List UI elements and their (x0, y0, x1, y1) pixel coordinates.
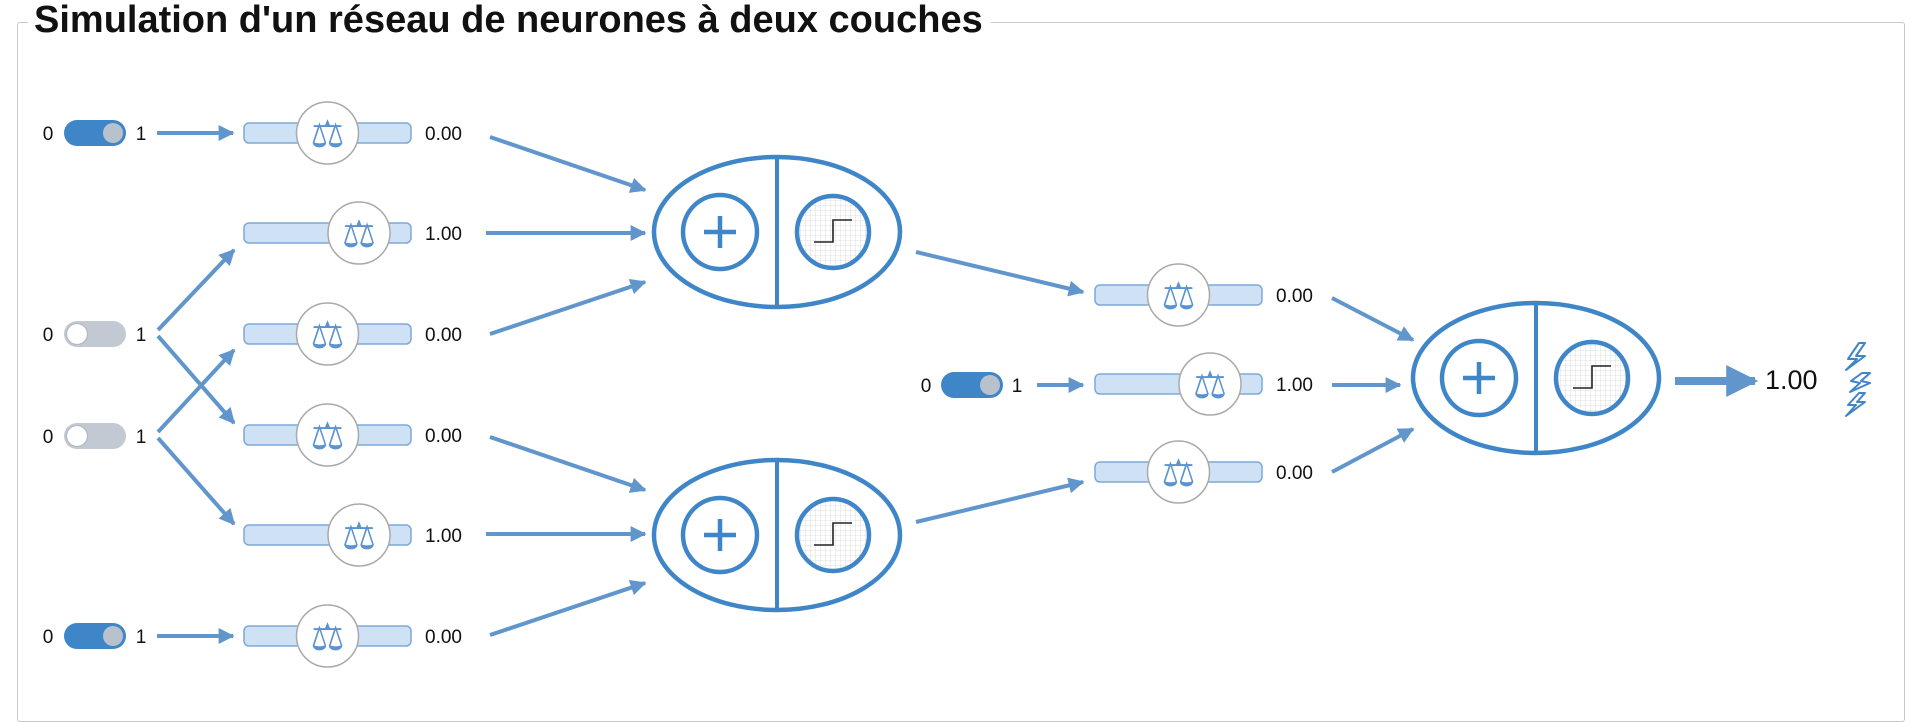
weight-value: 0.00 (425, 325, 462, 346)
weight-slider-5[interactable]: ⚖ 1.00 (243, 503, 462, 567)
toggle-knob[interactable] (103, 123, 123, 143)
input-toggle-3[interactable]: 0 1 (43, 423, 147, 449)
weight-value: 0.00 (425, 426, 462, 447)
hidden-neuron-1 (651, 154, 903, 310)
slider-knob[interactable]: ⚖ (295, 302, 360, 366)
network-diagram: 0 1 0 1 0 1 0 1 0 (43, 101, 1871, 668)
slider-knob[interactable]: ⚖ (327, 201, 391, 265)
toggle-knob[interactable] (65, 322, 89, 346)
arrow-h1-to-w7 (915, 250, 1085, 297)
balance-scale-icon: ⚖ (342, 514, 376, 558)
weight-value: 0.00 (1276, 286, 1313, 307)
balance-scale-icon: ⚖ (1161, 274, 1195, 318)
balance-scale-icon: ⚖ (1161, 451, 1195, 495)
weight-value: 1.00 (425, 526, 462, 547)
balance-scale-icon: ⚖ (342, 212, 376, 256)
input-toggle-2[interactable]: 0 1 (43, 321, 147, 347)
balance-scale-icon: ⚖ (310, 414, 344, 458)
weight-slider-8[interactable]: ⚖ 1.00 (1094, 352, 1313, 416)
balance-scale-icon: ⚖ (1193, 363, 1227, 407)
input-toggle-1[interactable]: 0 1 (43, 120, 147, 146)
weight-slider-2[interactable]: ⚖ 1.00 (243, 201, 462, 265)
arrow-w4-to-h2 (489, 435, 647, 493)
toggle-knob[interactable] (65, 424, 89, 448)
slider-knob[interactable]: ⚖ (1146, 440, 1211, 504)
slider-knob[interactable]: ⚖ (1146, 263, 1211, 327)
output-value: 1.00 (1765, 365, 1818, 395)
balance-scale-icon: ⚖ (310, 112, 344, 156)
arrow-x3-to-w5 (156, 436, 236, 526)
arrow-w1-to-h1 (489, 135, 647, 193)
toggle-min-label: 0 (921, 376, 932, 397)
sum-plus-icon (704, 519, 736, 551)
slider-knob[interactable]: ⚖ (327, 503, 391, 567)
step-function-icon (814, 522, 852, 546)
balance-scale-icon: ⚖ (310, 615, 344, 659)
input-toggles: 0 1 0 1 0 1 0 1 0 (43, 120, 1023, 649)
toggle-min-label: 0 (43, 627, 54, 648)
weight-slider-3[interactable]: ⚖ 0.00 (243, 302, 462, 366)
arrow-w6-to-h2 (489, 579, 647, 637)
arrow-x2-to-w2 (156, 248, 236, 332)
arrow-x2-to-w4 (156, 334, 236, 425)
step-function-icon (814, 219, 852, 243)
toggle-max-label: 1 (1012, 376, 1023, 397)
weight-sliders: ⚖ 0.00 ⚖ 1.00 ⚖ 0.00 ⚖ 0.00 ⚖ 1.00 ⚖ 0.0… (243, 101, 1313, 668)
weight-value: 0.00 (425, 627, 462, 648)
toggle-max-label: 1 (136, 427, 147, 448)
weight-slider-4[interactable]: ⚖ 0.00 (243, 403, 462, 467)
slider-knob[interactable]: ⚖ (295, 101, 360, 165)
toggle-max-label: 1 (136, 627, 147, 648)
weight-slider-7[interactable]: ⚖ 0.00 (1094, 263, 1313, 327)
weight-value: 1.00 (1276, 375, 1313, 396)
arrow-x3-to-w3 (156, 348, 236, 434)
lightning-icon (1845, 342, 1871, 417)
weight-value: 0.00 (1276, 463, 1313, 484)
page-title: Simulation d'un réseau de neurones à deu… (28, 0, 991, 40)
arrow-h2-to-w9 (915, 477, 1085, 524)
toggle-knob[interactable] (980, 375, 1000, 395)
balance-scale-icon: ⚖ (310, 313, 344, 357)
sum-plus-icon (704, 216, 736, 248)
bias-toggle[interactable]: 0 1 (921, 372, 1023, 398)
hidden-neuron-2 (651, 457, 903, 613)
toggle-min-label: 0 (43, 325, 54, 346)
sum-plus-icon (1463, 362, 1495, 394)
output-neuron (1410, 300, 1662, 456)
weight-value: 1.00 (425, 224, 462, 245)
step-function-icon (1573, 365, 1611, 389)
weight-slider-6[interactable]: ⚖ 0.00 (243, 604, 462, 668)
slider-knob[interactable]: ⚖ (1178, 352, 1242, 416)
arrow-w7-to-out (1331, 296, 1415, 342)
toggle-min-label: 0 (43, 124, 54, 145)
toggle-max-label: 1 (136, 325, 147, 346)
slider-knob[interactable]: ⚖ (295, 403, 360, 467)
weight-slider-1[interactable]: ⚖ 0.00 (243, 101, 462, 165)
input-toggle-4[interactable]: 0 1 (43, 623, 147, 649)
weight-value: 0.00 (425, 124, 462, 145)
weight-slider-9[interactable]: ⚖ 0.00 (1094, 440, 1313, 504)
toggle-min-label: 0 (43, 427, 54, 448)
connection-arrows (156, 125, 1759, 644)
slider-knob[interactable]: ⚖ (295, 604, 360, 668)
toggle-max-label: 1 (136, 124, 147, 145)
arrow-w9-to-out (1331, 427, 1415, 474)
arrow-w3-to-h1 (489, 278, 647, 336)
toggle-knob[interactable] (103, 626, 123, 646)
